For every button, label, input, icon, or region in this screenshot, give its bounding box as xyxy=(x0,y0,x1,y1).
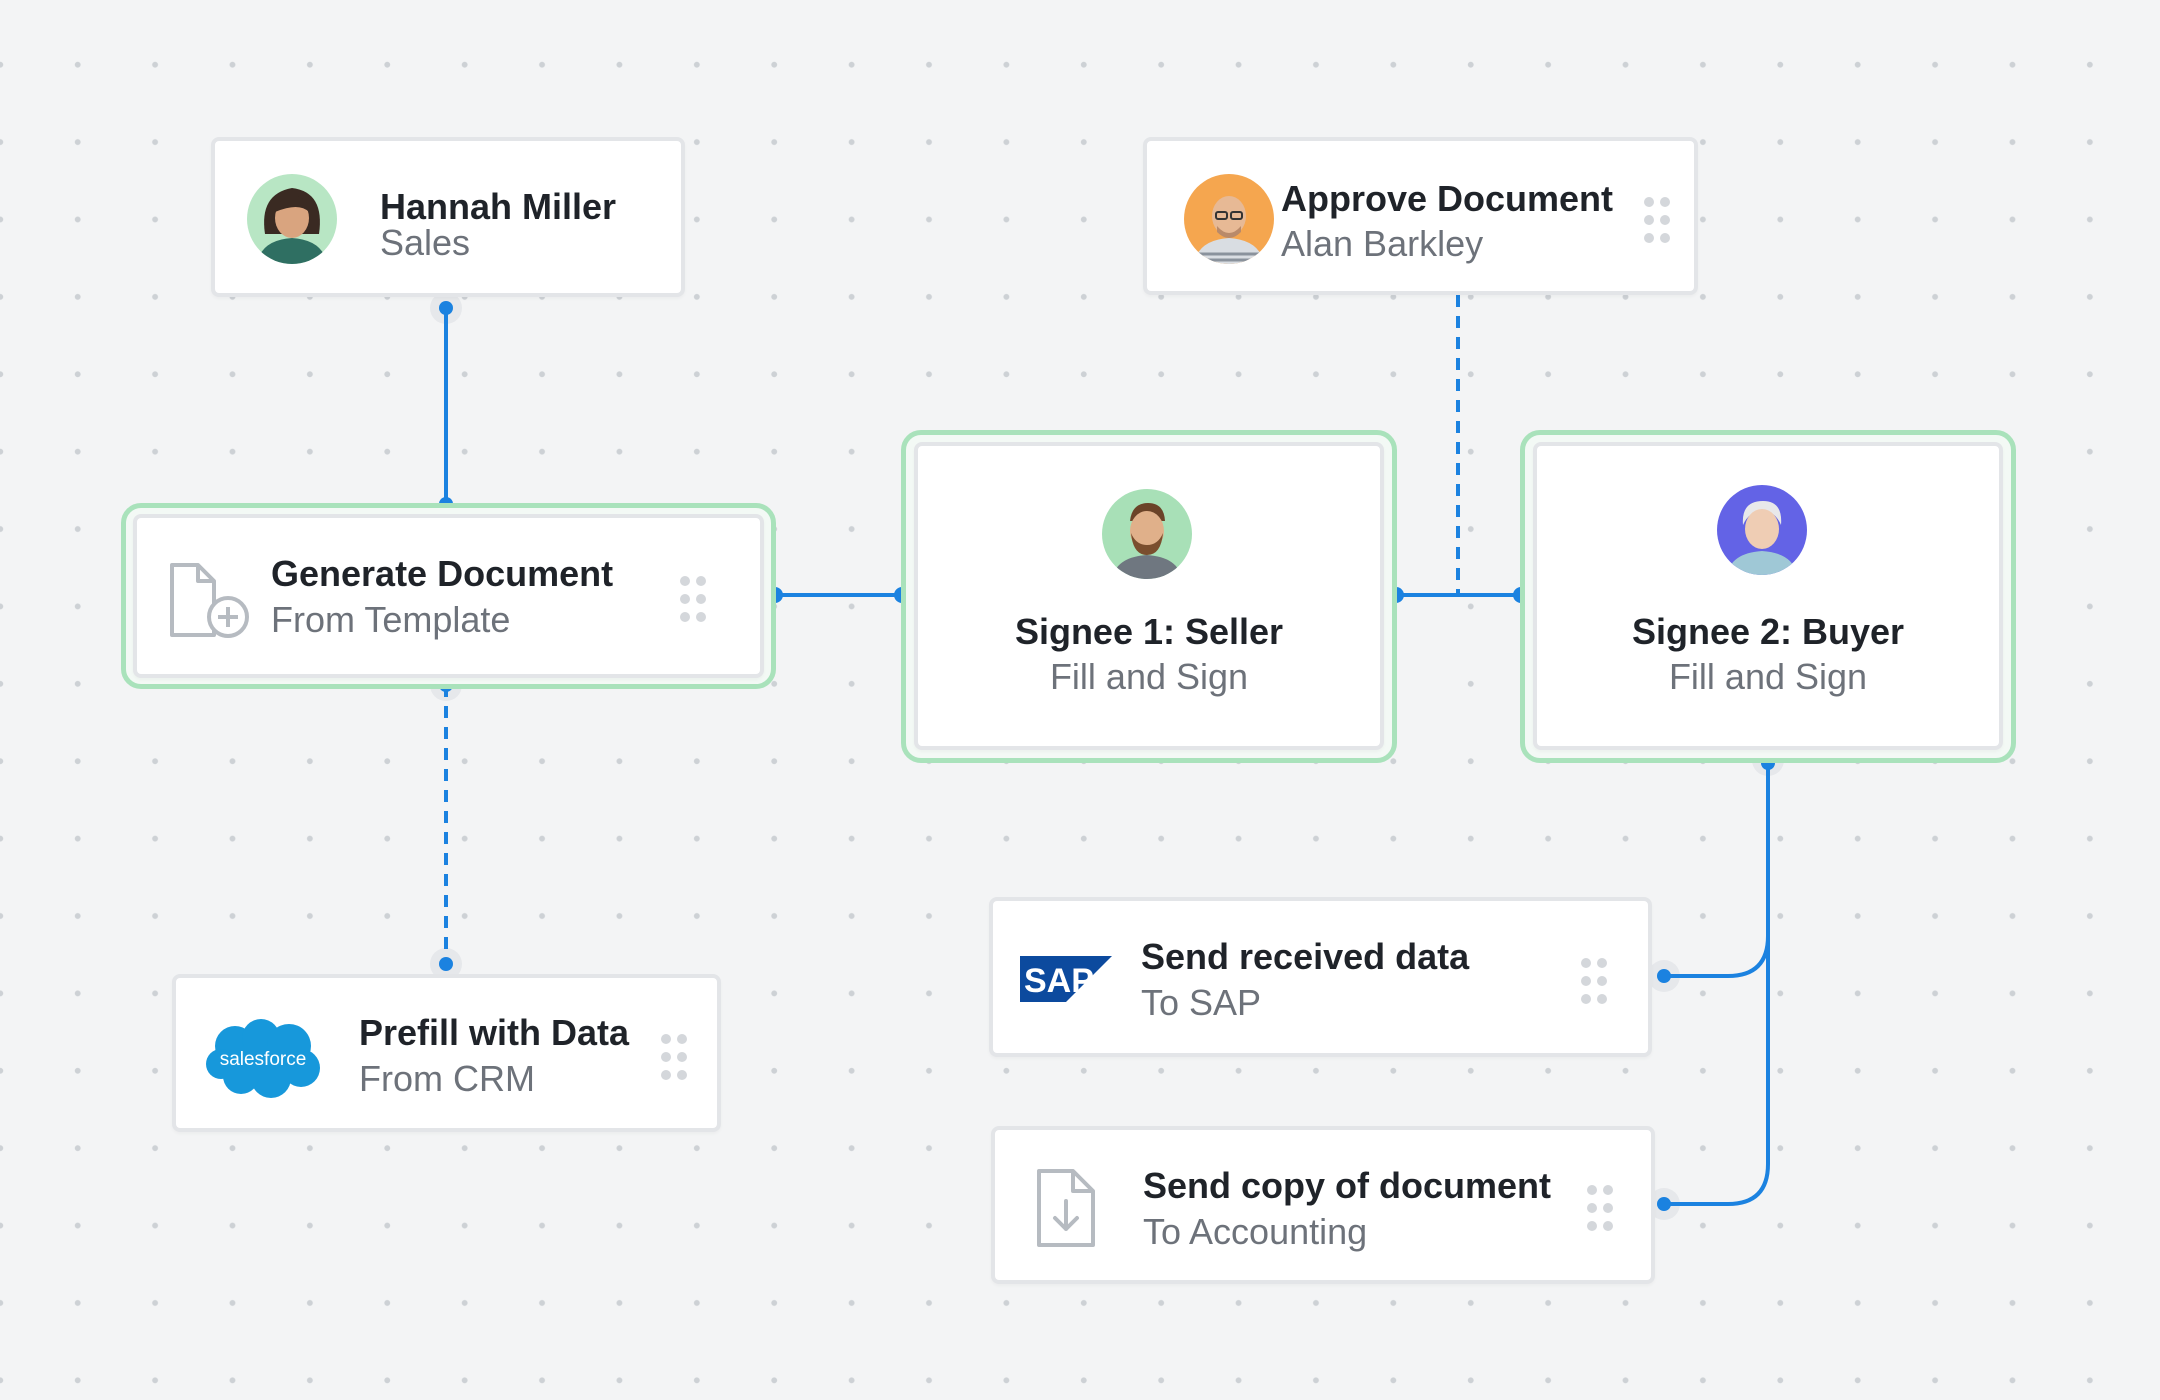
avatar-alan-barkley xyxy=(1184,174,1274,264)
node-title: Signee 2: Buyer xyxy=(1631,611,1905,652)
document-download-icon xyxy=(1037,1169,1095,1247)
node-subtitle: To Accounting xyxy=(1143,1211,1368,1252)
avatar-hannah-miller xyxy=(247,174,337,264)
avatar-buyer xyxy=(1717,485,1807,575)
salesforce-logo-text: salesforce xyxy=(220,1049,307,1070)
port-dot xyxy=(1657,969,1671,983)
node-title: Send copy of document xyxy=(1143,1165,1552,1206)
node-title: Prefill with Data xyxy=(359,1012,630,1053)
node-subtitle: From CRM xyxy=(359,1058,535,1099)
node-title: Approve Document xyxy=(1281,178,1614,219)
document-add-icon xyxy=(170,563,249,638)
node-title: Generate Document xyxy=(271,553,614,594)
node-title: Hannah Miller xyxy=(380,186,617,227)
node-generate-document[interactable]: Generate Document From Template xyxy=(133,514,764,678)
drag-handle-icon[interactable] xyxy=(658,1032,690,1082)
drag-handle-icon[interactable] xyxy=(1641,195,1673,245)
drag-handle-icon[interactable] xyxy=(677,574,709,624)
node-subtitle: To SAP xyxy=(1141,982,1262,1023)
avatar-seller xyxy=(1102,489,1192,579)
node-prefill-with-data[interactable]: salesforce Prefill with Data From CRM xyxy=(172,974,721,1132)
port-dot xyxy=(439,301,453,315)
node-subtitle: Fill and Sign xyxy=(1668,656,1868,697)
node-signee-2[interactable]: Signee 2: Buyer Fill and Sign xyxy=(1533,442,2003,750)
drag-handle-icon[interactable] xyxy=(1578,956,1610,1006)
node-subtitle: From Template xyxy=(271,599,511,640)
salesforce-logo: salesforce xyxy=(206,1019,320,1098)
node-send-copy-of-document[interactable]: Send copy of document To Accounting xyxy=(991,1126,1655,1284)
node-signee-1[interactable]: Signee 1: Seller Fill and Sign xyxy=(914,442,1384,750)
node-send-received-data[interactable]: SAP Send received data To SAP xyxy=(989,897,1652,1057)
sap-logo: SAP xyxy=(1020,956,1112,1002)
connector-signee2-outputs xyxy=(1664,763,1770,1206)
node-subtitle: Alan Barkley xyxy=(1281,223,1484,264)
node-subtitle: Fill and Sign xyxy=(1049,656,1249,697)
node-title: Send received data xyxy=(1141,936,1470,977)
node-hannah-miller[interactable]: Hannah Miller Sales xyxy=(211,137,685,297)
node-title: Signee 1: Seller xyxy=(1014,611,1284,652)
node-approve-document[interactable]: Approve Document Alan Barkley xyxy=(1143,137,1698,295)
drag-handle-icon[interactable] xyxy=(1584,1183,1616,1233)
port-dot xyxy=(1657,1197,1671,1211)
sap-logo-text: SAP xyxy=(1024,962,1094,1000)
port-dot xyxy=(439,957,453,971)
node-subtitle: Sales xyxy=(380,222,471,263)
